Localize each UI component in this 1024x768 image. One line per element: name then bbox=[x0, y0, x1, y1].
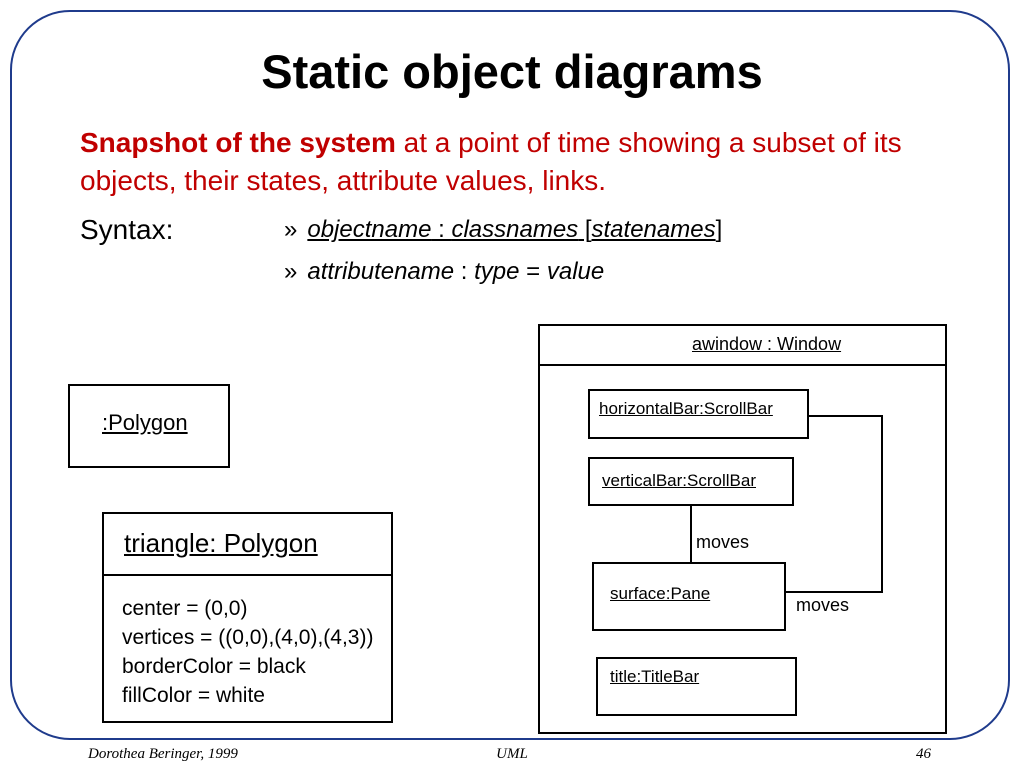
bullet-marker: » bbox=[284, 258, 298, 285]
link-label-moves-vertical: moves bbox=[696, 532, 750, 552]
horizontal-bar-object-box: horizontalBar:ScrollBar bbox=[588, 389, 809, 439]
polygon-object-box: :Polygon bbox=[68, 384, 230, 468]
triangle-object-box: triangle: Polygon center = (0,0) vertice… bbox=[102, 512, 393, 723]
window-object-header: awindow : Window bbox=[540, 326, 945, 366]
syntax-colon: : bbox=[431, 216, 452, 243]
vertical-bar-object-box: verticalBar:ScrollBar bbox=[588, 457, 794, 506]
syntax-value: value bbox=[546, 258, 605, 285]
triangle-object-header: triangle: Polygon bbox=[104, 514, 391, 576]
footer-topic: UML bbox=[496, 746, 528, 762]
link-horizontal-bar-segment-top bbox=[808, 415, 883, 417]
bullet-marker: » bbox=[284, 216, 298, 243]
surface-object-box: surface:Pane bbox=[592, 562, 786, 631]
link-label-moves-horizontal: moves bbox=[796, 595, 850, 615]
syntax-equals: = bbox=[519, 258, 547, 285]
syntax-object-part: objectname : classnames [statenames] bbox=[307, 216, 722, 243]
vertical-bar-label: verticalBar:ScrollBar bbox=[602, 471, 756, 490]
attribute-border-color: borderColor = black bbox=[122, 655, 306, 678]
syntax-classnames: classnames bbox=[451, 216, 579, 243]
attribute-center: center = (0,0) bbox=[122, 597, 248, 620]
surface-label: surface:Pane bbox=[610, 584, 711, 603]
title-bar-label: title:TitleBar bbox=[610, 667, 700, 686]
triangle-object-label: triangle: Polygon bbox=[124, 528, 318, 558]
syntax-line-object: » objectname : classnames [statenames] bbox=[284, 214, 722, 246]
syntax-statenames: statenames bbox=[591, 216, 716, 243]
attribute-fill-color: fillColor = white bbox=[122, 684, 265, 707]
slide-frame bbox=[10, 10, 1010, 740]
attribute-vertices: vertices = ((0,0),(4,0),(4,3)) bbox=[122, 626, 374, 649]
syntax-colon: : bbox=[454, 258, 475, 285]
footer-page-number: 46 bbox=[916, 746, 931, 762]
syntax-attributename: attributename bbox=[307, 258, 455, 285]
window-object-label: awindow : Window bbox=[692, 334, 842, 354]
link-vertical-bar-surface bbox=[690, 506, 692, 563]
footer-author: Dorothea Beringer, 1999 bbox=[88, 746, 238, 762]
triangle-attributes: center = (0,0) vertices = ((0,0),(4,0),(… bbox=[122, 594, 373, 710]
slide-title: Static object diagrams bbox=[261, 45, 763, 98]
syntax-label: Syntax: bbox=[80, 214, 174, 245]
intro-bold: Snapshot of the system bbox=[80, 127, 396, 158]
title-bar-object-box: title:TitleBar bbox=[596, 657, 797, 716]
intro-text: Snapshot of the system at a point of tim… bbox=[80, 124, 960, 200]
syntax-type: type bbox=[474, 258, 520, 285]
link-horizontal-bar-segment-bottom bbox=[786, 591, 883, 593]
syntax-close-bracket: ] bbox=[715, 216, 723, 243]
intro-rest: at a point of time showing a subset of i… bbox=[80, 127, 902, 196]
syntax-objectname: objectname bbox=[307, 216, 432, 243]
link-horizontal-bar-segment-right bbox=[881, 415, 883, 593]
polygon-object-label: :Polygon bbox=[102, 410, 188, 435]
syntax-open-bracket: [ bbox=[578, 216, 592, 243]
syntax-line-attribute: » attributename : type = value bbox=[284, 256, 604, 288]
horizontal-bar-label: horizontalBar:ScrollBar bbox=[599, 399, 773, 418]
